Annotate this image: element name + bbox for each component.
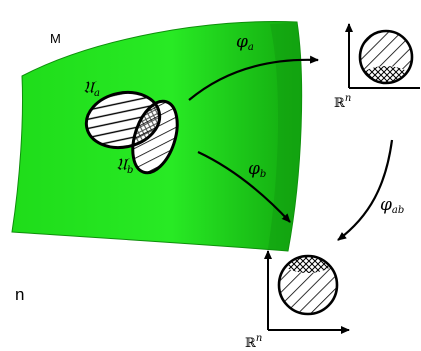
euclidean-chart-bottom (264, 250, 350, 334)
transition-map-symbol: φ (380, 195, 392, 215)
map-a-symbol: φ (236, 32, 248, 52)
euclidean-top-label: ℝn (334, 93, 352, 111)
side-letter: n (15, 285, 25, 304)
map-a-label: φa (236, 34, 254, 53)
transition-map-subscript: ab (391, 205, 405, 216)
map-a-subscript: a (247, 42, 254, 53)
euclidean-bottom-symbol: ℝ (245, 336, 256, 351)
euclidean-bottom-label: ℝn (245, 333, 263, 351)
manifold-fold-shade (268, 22, 302, 251)
domain-b-symbol: 𝔘 (116, 155, 127, 175)
map-b-symbol: φ (248, 159, 260, 179)
transition-map-label: φab (380, 197, 404, 216)
domain-a-label: 𝔘a (83, 80, 100, 99)
domain-a-symbol: 𝔘 (83, 78, 94, 98)
euclidean-top-exponent: n (344, 93, 352, 104)
euclidean-top-symbol: ℝ (334, 96, 345, 111)
domain-b-subscript: b (126, 165, 134, 176)
arrow-phi-a (188, 55, 319, 101)
map-b-subscript: b (259, 169, 267, 180)
arrow-phi-ab (337, 139, 394, 241)
map-b-label: φb (248, 161, 266, 180)
manifold-label: M (50, 31, 61, 46)
euclidean-bottom-exponent: n (255, 333, 263, 344)
domain-b-label: 𝔘b (116, 157, 133, 176)
arrow-phi-b (197, 151, 291, 223)
euclidean-chart-top (345, 23, 420, 89)
domain-a-subscript: a (93, 88, 100, 99)
